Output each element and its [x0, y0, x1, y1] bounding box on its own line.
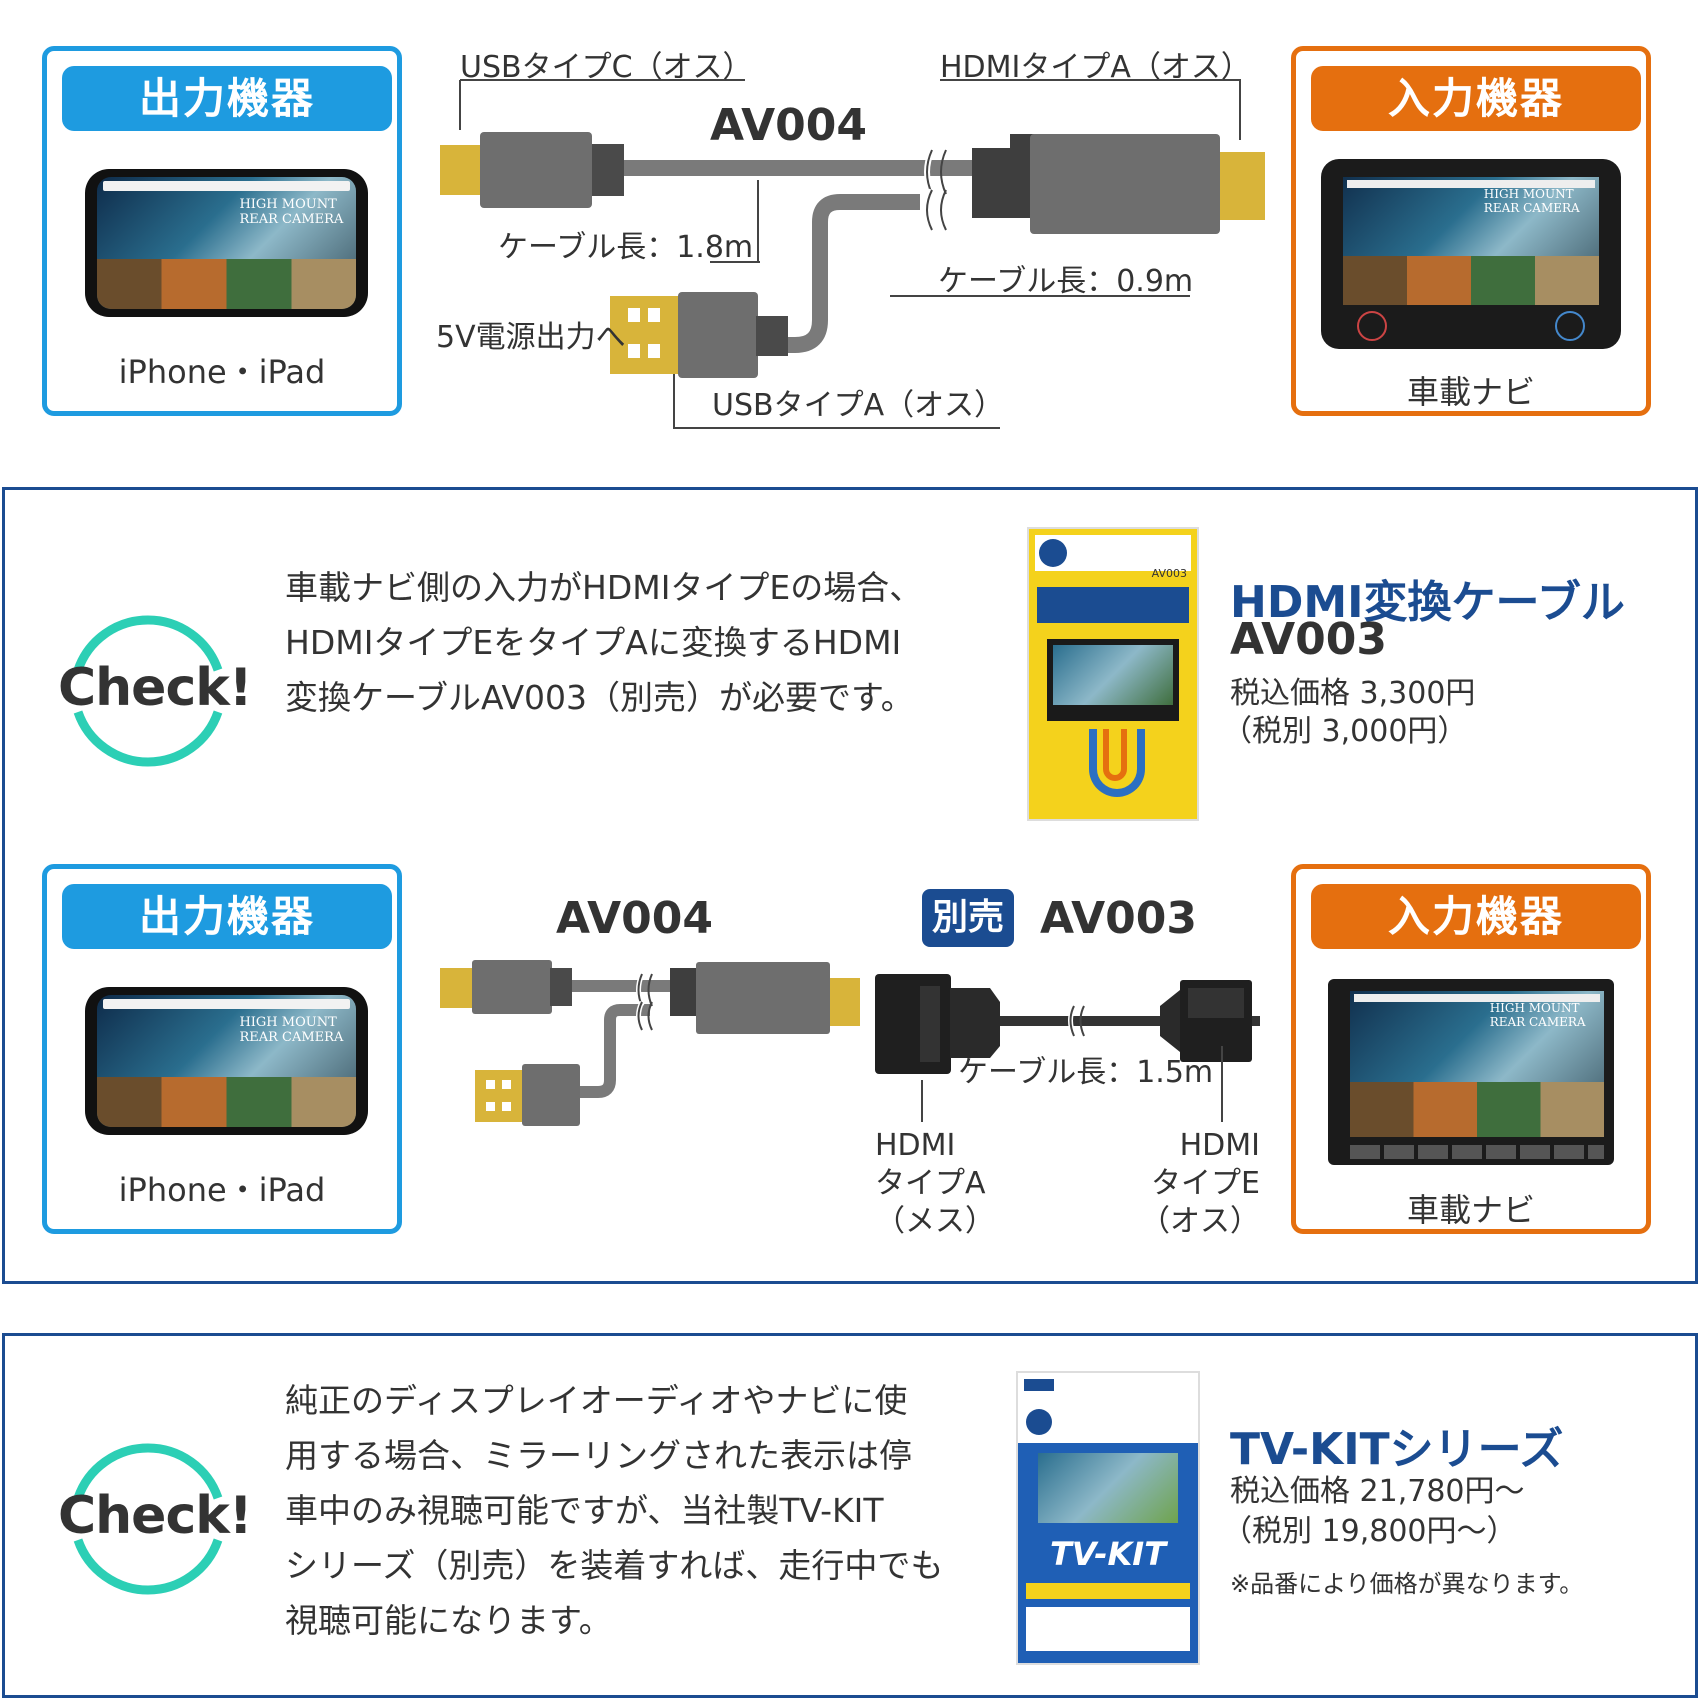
- check1-text: 車載ナビ側の入力がHDMIタイプEの場合、 HDMIタイプEをタイプAに変換する…: [285, 568, 923, 717]
- hdmi-a-female-label: HDMI タイプA （メス）: [875, 1128, 995, 1239]
- input-device-caption-2: 車載ナビ: [1406, 1191, 1535, 1229]
- check-panel-2: [2, 1333, 1698, 1698]
- hdmi-housing: [1030, 134, 1220, 234]
- av004-cable-diagram: [440, 79, 1265, 429]
- av004-label: AV004: [556, 893, 713, 944]
- output-device-header: 出力機器: [62, 66, 392, 131]
- tv-kit-package-image: TV-KIT: [1016, 1371, 1200, 1665]
- output-device-caption-2: iPhone・iPad: [118, 1171, 326, 1209]
- cable-length-main: ケーブル長：1.8m: [498, 230, 754, 265]
- av003-product-title: HDMI変換ケーブル: [1230, 577, 1625, 628]
- check-badge-1: Check!: [58, 600, 253, 780]
- smartphone-image: HIGH MOUNT REAR CAMERA: [85, 169, 368, 317]
- output-device-box: 出力機器 HIGH MOUNT REAR CAMERA iPhone・iPad: [42, 46, 402, 416]
- smartphone-image-2: HIGH MOUNT REAR CAMERA: [85, 987, 368, 1135]
- tv-kit-price: 税込価格 21,780円～: [1230, 1474, 1525, 1509]
- car-navi-image: HIGH MOUNT REAR CAMERA: [1321, 159, 1621, 349]
- tv-kit-product-title: TV-KITシリーズ: [1230, 1424, 1564, 1475]
- input-device-caption: 車載ナビ: [1406, 373, 1535, 411]
- screen-text: HIGH MOUNT REAR CAMERA: [239, 197, 344, 227]
- product-code: AV004: [710, 100, 867, 151]
- cable-length-power: ケーブル長：0.9m: [938, 264, 1194, 299]
- input-device-header-2: 入力機器: [1311, 884, 1641, 949]
- hdmi-a-plug: [1220, 152, 1265, 220]
- av003-price-ex-tax: （税別 3,000円）: [1222, 714, 1468, 749]
- av003-package-image: AV003: [1027, 527, 1199, 821]
- output-device-caption: iPhone・iPad: [118, 353, 326, 391]
- output-device-header-2: 出力機器: [62, 884, 392, 949]
- av003-product-code: AV003: [1230, 614, 1387, 665]
- power-label: 5V電源出力へ: [436, 320, 626, 355]
- hdmi-e-male-label: HDMI タイプE （オス）: [1140, 1128, 1260, 1239]
- usb-c-plug: [440, 145, 484, 195]
- av004-av003-cable-diagram: [440, 960, 1260, 1126]
- check-badge-2: Check!: [58, 1428, 253, 1608]
- tv-kit-price-ex-tax: （税別 19,800円～）: [1222, 1514, 1517, 1549]
- hdmi-a-label: HDMIタイプA（オス）: [940, 50, 1251, 85]
- input-device-box: 入力機器 HIGH MOUNT REAR CAMERA 車載ナビ: [1291, 46, 1651, 416]
- usb-c-label: USBタイプC（オス）: [460, 50, 753, 85]
- av003-price: 税込価格 3,300円: [1230, 676, 1476, 711]
- car-navi-image-2: HIGH MOUNT REAR CAMERA: [1328, 979, 1614, 1165]
- output-device-box-2: 出力機器 HIGH MOUNT REAR CAMERA iPhone・iPad: [42, 864, 402, 1234]
- check2-text: 純正のディスプレイオーディオやナビに使 用する場合、ミラーリングされた表示は停 …: [285, 1381, 944, 1640]
- input-device-box-2: 入力機器 HIGH MOUNT REAR CAMERA 車載ナビ: [1291, 864, 1651, 1234]
- av003-label: AV003: [1040, 893, 1197, 944]
- sold-separately-badge: 別売: [922, 889, 1014, 947]
- tv-kit-price-note: ※品番により価格が異なります。: [1230, 1570, 1584, 1598]
- usb-a-plug: [610, 296, 680, 374]
- usb-a-label: USBタイプA（オス）: [712, 388, 1005, 423]
- input-device-header: 入力機器: [1311, 66, 1641, 131]
- cable-length-av003: ケーブル長：1.5m: [958, 1055, 1214, 1090]
